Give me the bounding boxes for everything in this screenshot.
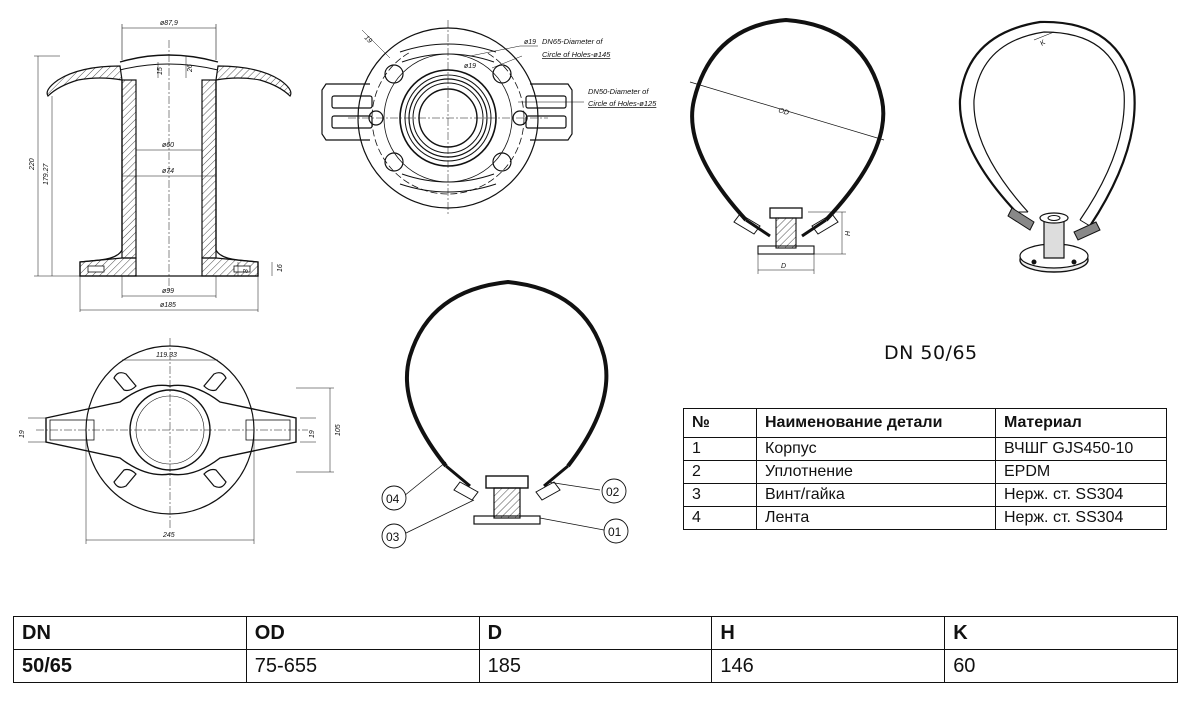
dim-top-diameter: ø87,9 — [160, 20, 178, 27]
parts-header-material: Материал — [995, 408, 1167, 438]
dim-outer-diameter: ø74 — [162, 168, 174, 175]
table-row: 2 Уплотнение EPDM — [683, 460, 1167, 484]
dim-bottom-outer: ø185 — [160, 302, 176, 309]
dim-plan-height: 105 — [335, 424, 342, 436]
part-no: 3 — [683, 483, 757, 507]
part-name: Корпус — [756, 437, 996, 461]
table-row: 1 Корпус ВЧШГ GJS450-10 — [683, 437, 1167, 461]
table-row: 3 Винт/гайка Нерж. ст. SS304 — [683, 483, 1167, 507]
callout-02: 02 — [606, 485, 620, 499]
dim-bottom-inner: ø99 — [162, 288, 174, 295]
label-k: K — [1039, 39, 1047, 48]
dims-header-h: H — [711, 616, 946, 650]
dimensions-table: DN OD D H K 50/65 75-655 185 146 60 — [13, 616, 1178, 683]
dim-height-inner: 179.27 — [43, 162, 50, 185]
note-dn50-line2: Circle of Holes-ø125 — [588, 99, 657, 108]
part-no: 4 — [683, 506, 757, 530]
dims-header-row: DN OD D H K — [13, 616, 1178, 650]
parts-header-name: Наименование детали — [756, 408, 996, 438]
callout-04: 04 — [386, 492, 400, 506]
note-dn50-line1: DN50-Diameter of — [588, 87, 649, 96]
parts-header-no: № — [683, 408, 757, 438]
part-name: Винт/гайка — [756, 483, 996, 507]
dim-inner-diameter: ø60 — [162, 142, 174, 149]
note-dn65-line1: DN65-Diameter of — [542, 37, 603, 46]
dim-hole-b: ø19 — [524, 39, 536, 46]
dims-value-d: 185 — [478, 649, 713, 683]
dim-height-total: 220 — [29, 158, 36, 171]
plan-view — [28, 338, 334, 544]
dims-header-d: D — [478, 616, 713, 650]
part-name: Лента — [756, 506, 996, 530]
part-no: 2 — [683, 460, 757, 484]
part-material: Нерж. ст. SS304 — [995, 483, 1167, 507]
parts-table: № Наименование детали Материал 1 Корпус … — [683, 408, 1167, 530]
table-row: 4 Лента Нерж. ст. SS304 — [683, 506, 1167, 530]
part-name: Уплотнение — [756, 460, 996, 484]
clamp-iso-view — [958, 20, 1136, 273]
dim-15: 15 — [157, 67, 164, 75]
dims-header-dn: DN — [13, 616, 247, 650]
dims-value-od: 75-655 — [245, 649, 480, 683]
technical-drawing: ø87,9 ø60 ø74 ø99 ø185 220 179.27 15 26 … — [19, 17, 1136, 549]
dims-value-h: 146 — [711, 649, 946, 683]
dim-plan-left: 19 — [19, 430, 26, 438]
clamp-od-view — [689, 17, 886, 274]
dim-hole-c: ø19 — [464, 63, 476, 70]
parts-header-row: № Наименование детали Материал — [683, 408, 1167, 438]
part-no: 1 — [683, 437, 757, 461]
part-material: ВЧШГ GJS450-10 — [995, 437, 1167, 461]
note-dn65-line2: Circle of Holes-ø145 — [542, 50, 611, 59]
model-title: DN 50/65 — [884, 342, 978, 364]
dim-plan-top-width: 119.33 — [156, 352, 177, 359]
top-view — [321, 20, 584, 216]
dims-header-od: OD — [245, 616, 480, 650]
label-od: OD — [777, 107, 789, 117]
table-row: 50/65 75-655 185 146 60 — [13, 649, 1178, 683]
dim-26: 26 — [187, 64, 194, 73]
dim-8: 8 — [243, 269, 250, 273]
part-material: EPDM — [995, 460, 1167, 484]
callout-03: 03 — [386, 530, 400, 544]
part-material: Нерж. ст. SS304 — [995, 506, 1167, 530]
label-h: H — [845, 230, 852, 236]
dims-value-dn: 50/65 — [13, 649, 247, 683]
dims-header-k: K — [944, 616, 1178, 650]
dim-16: 16 — [277, 264, 284, 272]
dim-plan-bottom-width: 245 — [162, 532, 175, 539]
label-d: D — [781, 263, 786, 270]
clamp-callout-view — [381, 279, 629, 549]
dim-plan-right: 19 — [309, 430, 316, 438]
section-view — [34, 24, 292, 312]
dim-hole-a: 19 — [363, 34, 374, 45]
dims-value-k: 60 — [944, 649, 1178, 683]
callout-01: 01 — [608, 525, 622, 539]
